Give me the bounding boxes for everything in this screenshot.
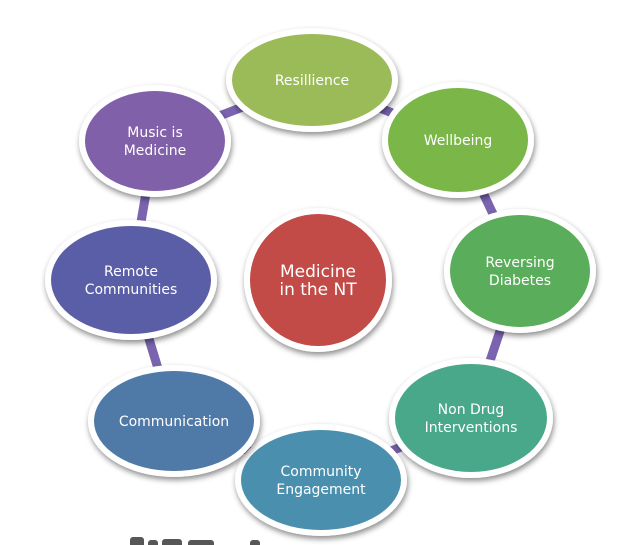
outer-nodes: ResillienceWellbeingReversingDiabetesNon… [45, 28, 596, 536]
node-label-line: Interventions [425, 420, 518, 436]
node-communication-fill [94, 371, 254, 471]
node-label-line: in the NT [279, 280, 357, 300]
node-reversing-diabetes-fill [450, 215, 590, 327]
node-label-line: Music is [127, 125, 182, 141]
center-node-medicine-in-the-nt-fill [250, 214, 386, 346]
node-music-is-medicine-fill [85, 91, 225, 191]
node-wellbeing: Wellbeing [382, 82, 534, 198]
node-label-line: Community [280, 464, 361, 480]
node-wellbeing-fill [388, 88, 528, 192]
node-label-line: Diabetes [489, 273, 551, 289]
node-label-line: Remote [104, 264, 158, 280]
node-label-line: Engagement [276, 482, 366, 498]
node-non-drug-interventions-fill [395, 364, 547, 472]
node-resillience: Resillience [226, 28, 398, 132]
node-community-engagement-fill [241, 430, 401, 530]
node-label-line: Medicine [280, 262, 356, 282]
node-label-line: Non Drug [438, 402, 505, 418]
node-label-line: Wellbeing [424, 133, 493, 149]
cropped-caption-fragment [130, 531, 330, 545]
node-label-line: Reversing [485, 255, 554, 271]
node-resillience-fill [232, 34, 392, 126]
node-label-line: Medicine [124, 143, 187, 159]
node-label-line: Communities [85, 282, 178, 298]
node-label-line: Communication [119, 414, 229, 430]
node-remote-communities-fill [51, 226, 211, 334]
node-communication: Communication [88, 365, 260, 477]
node-music-is-medicine: Music is Medicine [79, 85, 231, 197]
node-label-line: Resillience [275, 73, 349, 89]
